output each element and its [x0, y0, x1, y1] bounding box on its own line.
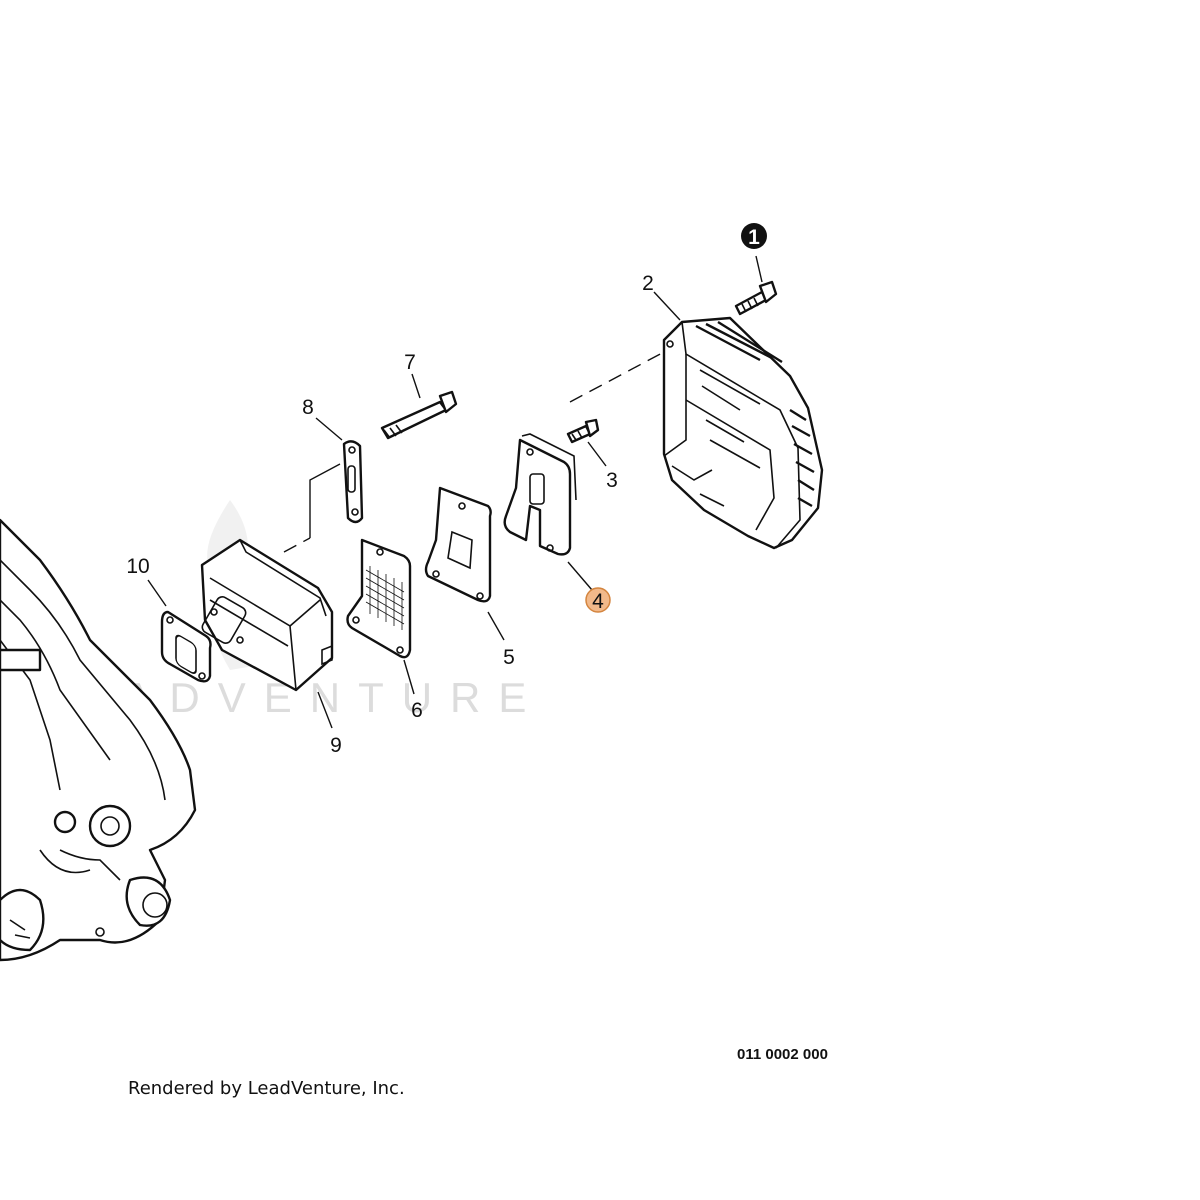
part-5-plate	[424, 486, 492, 603]
callout-7: 7	[404, 351, 416, 374]
part-10-gasket	[160, 610, 212, 683]
callout-6: 6	[411, 699, 423, 722]
callout-10: 10	[126, 555, 149, 578]
part-1-screw	[734, 280, 778, 316]
leader-lines	[147, 255, 763, 729]
callout-2: 2	[642, 272, 654, 295]
diagram-reference-number: 011 0002 000	[737, 1046, 828, 1063]
connector-line-8	[309, 463, 341, 538]
part-7-bolt	[380, 390, 458, 440]
engine-housing	[0, 518, 197, 962]
svg-text:1: 1	[748, 226, 760, 249]
svg-text:4: 4	[592, 590, 604, 613]
callout-1: 1	[741, 223, 767, 249]
render-credit: Rendered by LeadVenture, Inc.	[128, 1078, 405, 1099]
callout-9: 9	[330, 734, 342, 757]
callout-4-highlighted: 4	[585, 587, 611, 613]
part-8-plate	[342, 440, 364, 524]
part-6-spark-screen	[346, 538, 412, 659]
callout-5: 5	[503, 646, 515, 669]
part-4-deflector	[503, 433, 577, 556]
part-2-cover	[662, 316, 824, 550]
part-9-muffler	[200, 538, 334, 692]
part-3-screw	[566, 418, 600, 444]
assembly-lines	[283, 351, 665, 553]
callout-8: 8	[302, 396, 314, 419]
callout-3: 3	[606, 469, 618, 492]
